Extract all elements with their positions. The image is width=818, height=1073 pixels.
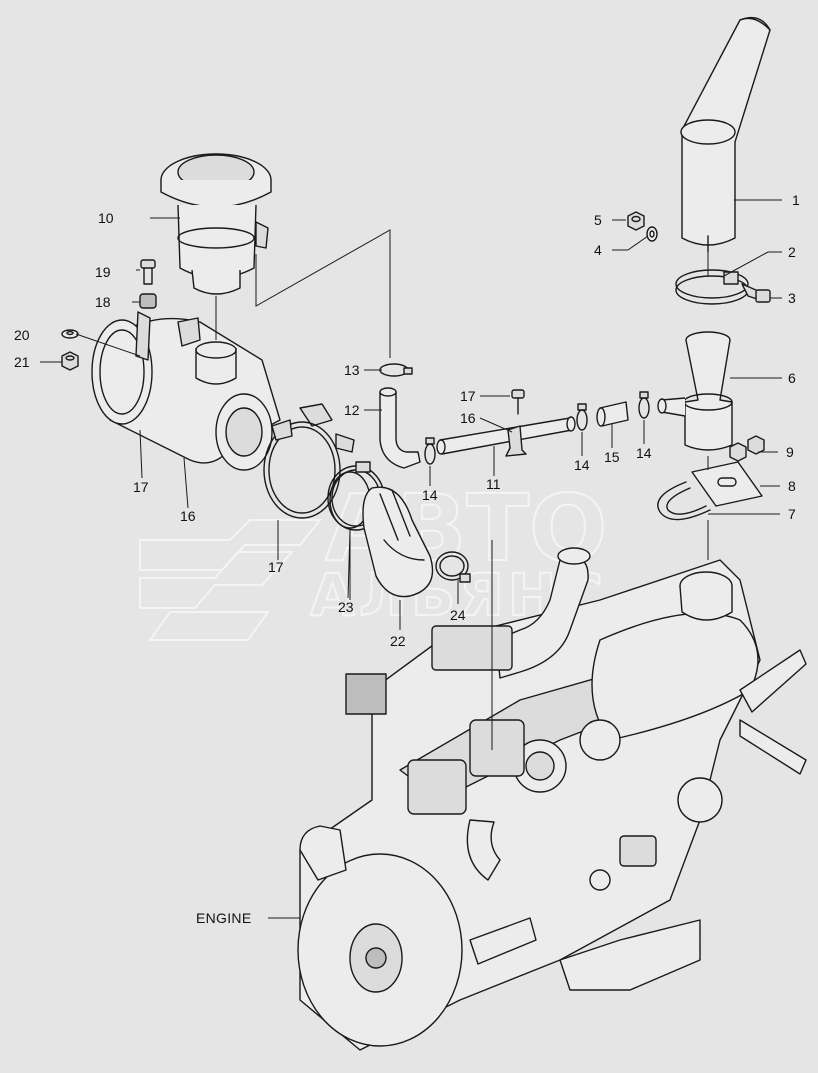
callout-11: 11 bbox=[486, 476, 501, 492]
callout-6: 6 bbox=[788, 370, 796, 386]
exhaust-clamp-part bbox=[675, 269, 749, 305]
callout-20: 20 bbox=[14, 327, 30, 343]
nut-part-21 bbox=[61, 351, 79, 371]
callout-22: 22 bbox=[390, 633, 406, 649]
bracket-part-16 bbox=[505, 425, 527, 457]
pipe-part-11 bbox=[436, 416, 576, 455]
callout-14-b: 14 bbox=[574, 457, 590, 473]
callout-4: 4 bbox=[594, 242, 602, 258]
hose-part-22 bbox=[362, 486, 434, 598]
exhaust-pipe-part-6 bbox=[657, 331, 733, 451]
clamp-part-17-a bbox=[263, 419, 355, 519]
callout-24: 24 bbox=[450, 607, 466, 623]
callout-8: 8 bbox=[788, 478, 796, 494]
bolt-part-19 bbox=[140, 259, 156, 285]
callout-16-a: 16 bbox=[460, 410, 476, 426]
callout-15: 15 bbox=[604, 449, 620, 465]
clamp-part-13 bbox=[379, 363, 413, 377]
callout-17-b: 17 bbox=[133, 479, 149, 495]
clamp-part-14-b bbox=[576, 403, 588, 431]
callout-18: 18 bbox=[95, 294, 111, 310]
callout-engine: ENGINE bbox=[196, 910, 251, 926]
callout-9: 9 bbox=[786, 444, 794, 460]
plate-part-8 bbox=[691, 461, 763, 507]
washer-part-20 bbox=[61, 329, 79, 339]
watermark-logo bbox=[139, 519, 323, 641]
callout-12: 12 bbox=[344, 402, 360, 418]
bolt-part-17 bbox=[511, 389, 525, 415]
callout-21: 21 bbox=[14, 354, 30, 370]
exhaust-stack-part bbox=[680, 16, 771, 253]
leader-lines bbox=[40, 199, 782, 919]
nuts-part-9 bbox=[729, 435, 765, 462]
spacer-part-18 bbox=[139, 293, 157, 309]
u-bolt-part-7 bbox=[657, 481, 711, 521]
callout-1: 1 bbox=[792, 192, 800, 208]
callout-5: 5 bbox=[594, 212, 602, 228]
callout-10: 10 bbox=[98, 210, 114, 226]
callout-17-a: 17 bbox=[460, 388, 476, 404]
callout-7: 7 bbox=[788, 506, 796, 522]
callout-16-b: 16 bbox=[180, 508, 196, 524]
nut-part-5 bbox=[627, 211, 645, 231]
callout-3: 3 bbox=[788, 290, 796, 306]
hose-part-12 bbox=[379, 387, 421, 469]
callout-19: 19 bbox=[95, 264, 111, 280]
washer-part-4 bbox=[646, 226, 658, 242]
clamp-part-24 bbox=[435, 551, 471, 583]
callout-2: 2 bbox=[788, 244, 796, 260]
air-cleaner-cap-part-10 bbox=[160, 153, 272, 295]
callout-14-a: 14 bbox=[422, 487, 438, 503]
callout-13: 13 bbox=[344, 362, 360, 378]
hose-part-15 bbox=[596, 401, 629, 427]
clamp-part-14-c bbox=[638, 391, 650, 419]
engine-assembly bbox=[297, 547, 807, 1051]
callout-23: 23 bbox=[338, 599, 354, 615]
bolt-part-3 bbox=[741, 283, 771, 303]
callout-14-c: 14 bbox=[636, 445, 652, 461]
callout-17-c: 17 bbox=[268, 559, 284, 575]
callout-labels: 1 2 3 4 5 6 7 8 9 10 11 12 13 14 14 14 1… bbox=[14, 192, 800, 926]
air-cleaner-body-part-16 bbox=[91, 311, 333, 471]
clamp-part-14-a bbox=[424, 437, 436, 465]
